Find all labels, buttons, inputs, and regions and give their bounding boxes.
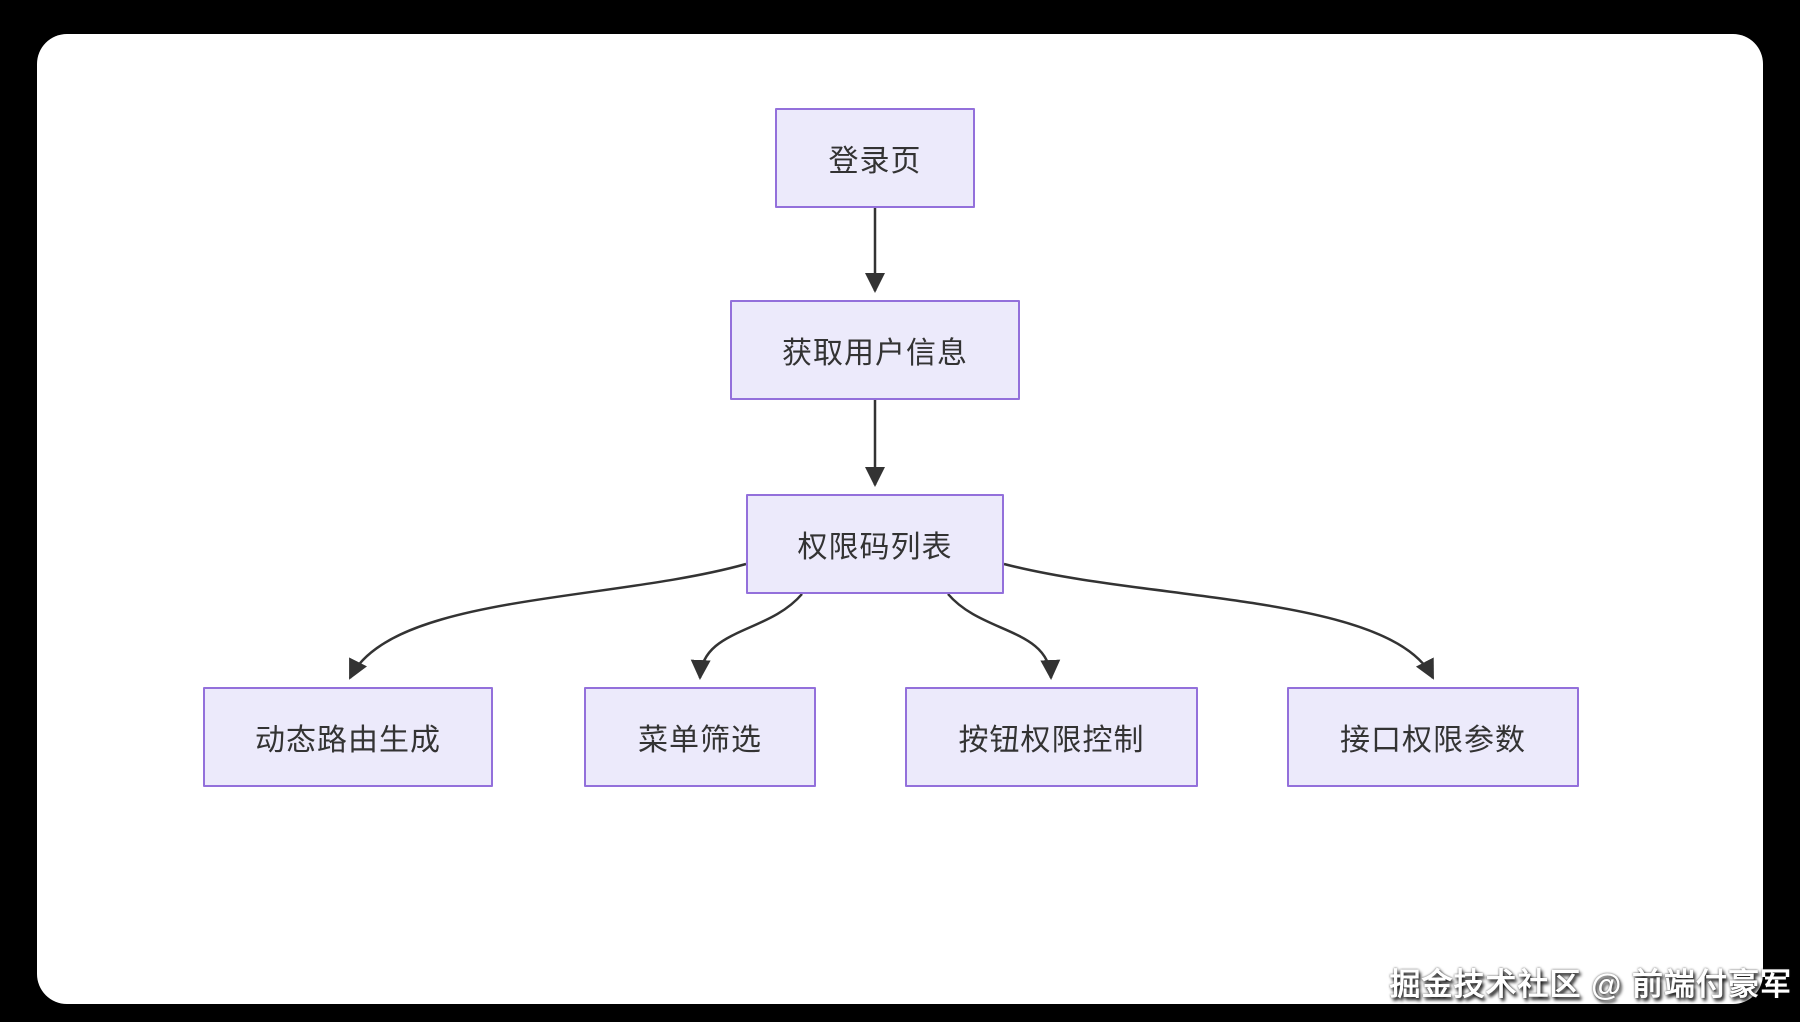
node-menu-filtering-label: 菜单筛选	[638, 724, 762, 757]
node-api-permission-params: 接口权限参数	[1287, 687, 1579, 787]
node-api-permission-params-label: 接口权限参数	[1340, 724, 1526, 757]
node-get-user-info-label: 获取用户信息	[782, 337, 968, 370]
node-get-user-info: 获取用户信息	[730, 300, 1020, 400]
node-login-page: 登录页	[775, 108, 975, 208]
node-dynamic-route-generation: 动态路由生成	[203, 687, 493, 787]
node-button-permission-control-label: 按钮权限控制	[958, 724, 1145, 757]
node-dynamic-route-generation-label: 动态路由生成	[255, 724, 441, 757]
node-permission-code-list: 权限码列表	[746, 494, 1004, 594]
watermark: 掘金技术社区 @ 前端付豪军	[1389, 967, 1792, 1002]
node-permission-code-list-label: 权限码列表	[797, 531, 953, 564]
node-menu-filtering: 菜单筛选	[584, 687, 816, 787]
node-login-page-label: 登录页	[828, 145, 922, 178]
node-button-permission-control: 按钮权限控制	[905, 687, 1198, 787]
